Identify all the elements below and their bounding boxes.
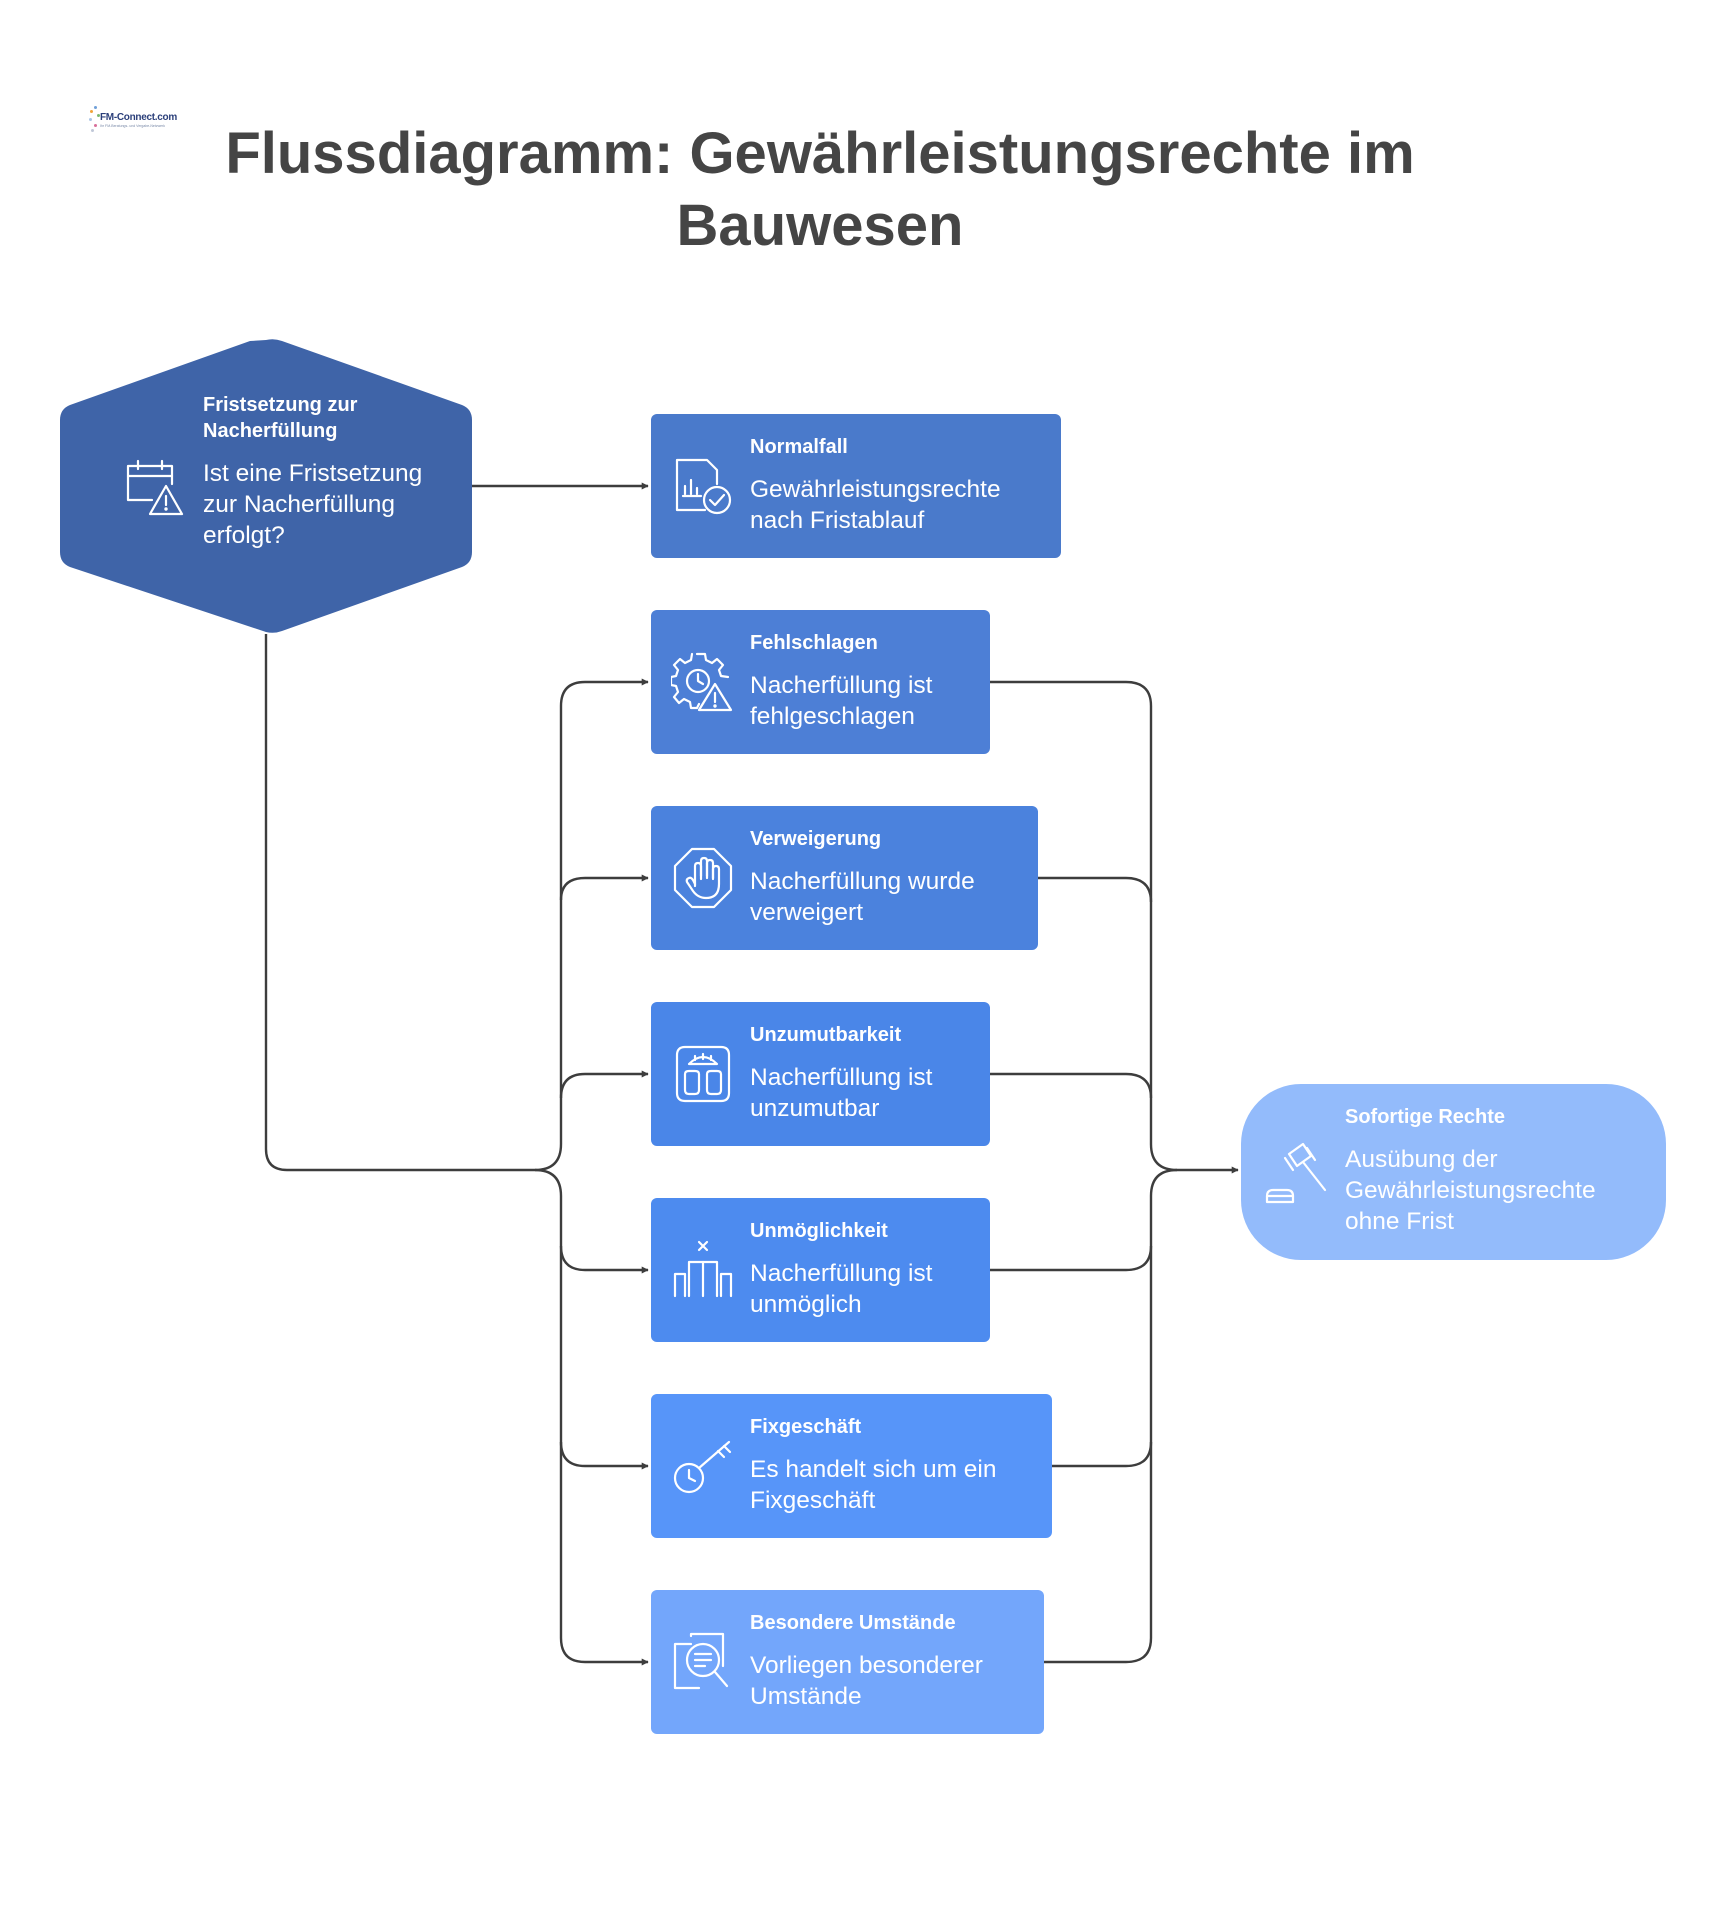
verweigerung-text: Nacherfüllung wurde verweigert [750,868,975,926]
hexagon-shape [60,339,472,633]
fixgeschaeft-title: Fixgeschäft [750,1416,862,1438]
verweigerung-title: Verweigerung [750,828,882,850]
node-fehlschlagen: Fehlschlagen Nacherfüllung ist fehlgesch… [651,610,990,754]
connector-from-fixgeschaeft [1052,1246,1153,1468]
stop-hand-icon [671,846,735,910]
unmoeglichkeit-text: Nacherfüllung ist unmöglich [750,1260,933,1318]
gear-warning-icon [669,650,735,714]
normalfall-content: Normalfall Gewährleistungsrechte nach Fr… [750,434,1045,536]
clock-key-icon [671,1434,735,1498]
fixgeschaeft-content: Fixgeschäft Es handelt sich um ein Fixge… [750,1414,1036,1516]
fehlschlagen-content: Fehlschlagen Nacherfüllung ist fehlgesch… [750,630,974,732]
fixgeschaeft-text: Es handelt sich um ein Fixgeschäft [750,1456,997,1514]
node-verweigerung: Verweigerung Nacherfüllung wurde verweig… [651,806,1038,950]
impossible-steps-icon [671,1238,735,1302]
normalfall-title: Normalfall [750,436,848,458]
node-besondere-umstaende: Besondere Umstände Vorliegen besonderer … [651,1590,1044,1734]
decision-text: Ist eine Fristsetzung zur Nacherfüllung … [203,460,423,549]
unzumutbarkeit-title: Unzumutbarkeit [750,1024,902,1046]
calendar-warning-icon [122,456,186,520]
besondere-content: Besondere Umstände Vorliegen besonderer … [750,1610,1028,1712]
page-title: Flussdiagramm: Gewährleistungsrechte im … [225,121,1415,258]
document-search-icon [671,1630,735,1694]
result-content: Sofortige Rechte Ausübung der Gewährleis… [1345,1104,1655,1237]
connector-from-fehlschlagen [990,680,1178,1172]
fehlschlagen-text: Nacherfüllung ist fehlgeschlagen [750,672,933,730]
result-node: Sofortige Rechte Ausübung der Gewährleis… [1241,1084,1666,1260]
unmoeglichkeit-content: Unmöglichkeit Nacherfüllung ist unmöglic… [750,1218,974,1320]
node-normalfall: Normalfall Gewährleistungsrechte nach Fr… [651,414,1061,558]
unmoeglichkeit-title: Unmöglichkeit [750,1220,888,1242]
connector-to-fehlschlagen [534,678,649,1172]
node-unzumutbarkeit: Unzumutbarkeit Nacherfüllung ist unzumut… [651,1002,990,1146]
connector-to-verweigerung [559,874,649,901]
connector-from-verweigerung [1038,876,1153,903]
node-fixgeschaeft: Fixgeschäft Es handelt sich um ein Fixge… [651,1394,1052,1538]
connector-to-unzumutbarkeit [559,1070,649,1099]
gavel-icon [1263,1140,1331,1208]
connector-to-fixgeschaeft [559,1246,649,1470]
result-title: Sofortige Rechte [1345,1106,1506,1128]
decision-title: Fristsetzung zur Nacherfüllung [203,394,358,442]
normalfall-text: Gewährleistungsrechte nach Fristablauf [750,476,1001,534]
fehlschlagen-title: Fehlschlagen [750,632,878,654]
decision-node: Fristsetzung zur Nacherfüllung Ist eine … [60,338,472,634]
logo-brand: FM-Connect.com [100,112,177,123]
connector-from-besondere [1044,1442,1153,1664]
besondere-title: Besondere Umstände [750,1612,956,1634]
connector-from-unzumutbarkeit [990,1072,1153,1099]
unzumutbarkeit-content: Unzumutbarkeit Nacherfüllung ist unzumut… [750,1022,974,1124]
document-chart-check-icon [671,454,735,518]
unzumutbarkeit-text: Nacherfüllung ist unzumutbar [750,1064,933,1122]
scale-icon [671,1042,735,1106]
connector-to-unmoeglichkeit [534,1168,649,1274]
decision-content: Fristsetzung zur Nacherfüllung Ist eine … [203,392,433,551]
logo-tagline: Ihr FM-Beratungs- und Vergabe-Netzwerk [100,124,165,128]
company-logo: FM-Connect.com Ihr FM-Beratungs- und Ver… [88,104,177,136]
connector-from-unmoeglichkeit [990,1168,1178,1272]
verweigerung-content: Verweigerung Nacherfüllung wurde verweig… [750,826,1022,928]
result-text: Ausübung der Gewährleistungsrechte ohne … [1345,1146,1596,1235]
connector-to-besondere [559,1442,649,1666]
node-unmoeglichkeit: Unmöglichkeit Nacherfüllung ist unmöglic… [651,1198,990,1342]
connector-decision-down [264,634,535,1172]
besondere-text: Vorliegen besonderer Umstände [750,1652,983,1710]
